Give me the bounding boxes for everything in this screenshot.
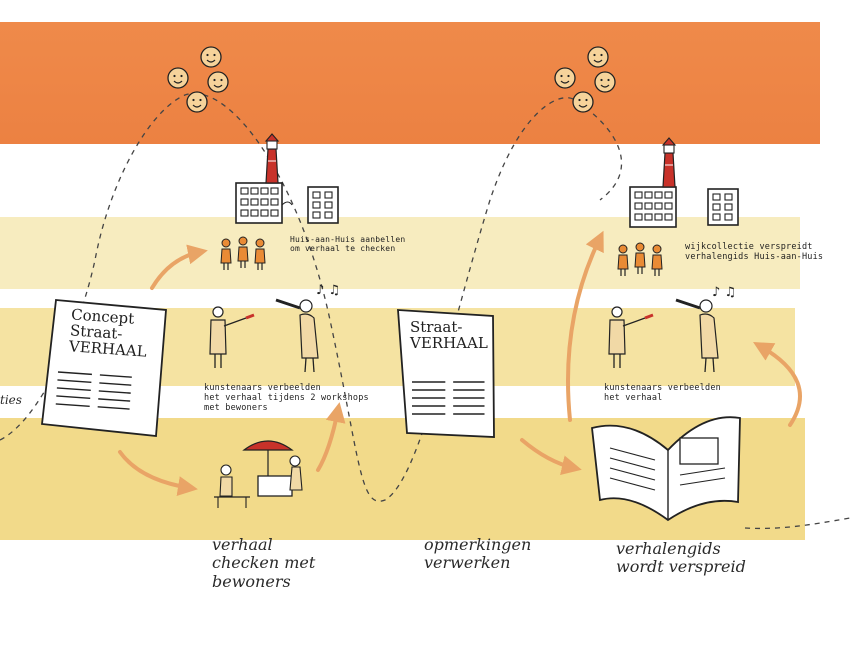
arrow-book-to-distribution xyxy=(566,230,604,422)
caption-process-remarks: opmerkingen verwerken xyxy=(424,535,532,573)
street-story-document xyxy=(397,309,495,438)
arrow-stand-to-artists xyxy=(316,402,346,472)
workshop-artists-note: kunstenaars verbeelden het verhaal tijde… xyxy=(204,383,369,413)
svg-text:♪ ♫: ♪ ♫ xyxy=(316,283,340,298)
resident-faces-group-2 xyxy=(554,46,616,113)
caption-guide-distributed: verhalengids wordt verspreid xyxy=(616,539,746,577)
street-document-title: Straat- VERHAAL xyxy=(410,318,488,352)
arrow-to-stand xyxy=(118,450,198,496)
resident-faces-group-1 xyxy=(167,46,229,113)
concept-document-title: Concept Straat- VERHAAL xyxy=(68,305,148,361)
partial-left-label: ties xyxy=(0,393,22,407)
artists-group-2: ♪ ♫ xyxy=(607,285,736,374)
door-to-door-people-2 xyxy=(617,242,663,277)
distribution-note: wijkcollectie verspreidt verhalengids Hu… xyxy=(685,242,824,262)
door-to-door-people-1 xyxy=(220,236,266,271)
svg-text:♪ ♫: ♪ ♫ xyxy=(712,285,736,300)
arrow-to-artists-2 xyxy=(753,342,802,427)
orange-band xyxy=(0,22,820,144)
artists-visualise-note: kunstenaars verbeelden het verhaal xyxy=(604,383,721,403)
dashed-flow-tail xyxy=(744,517,851,530)
arrow-to-book xyxy=(520,438,582,476)
artists-group-1: ♪ ♫ xyxy=(208,283,340,374)
neighbourhood-group-2 xyxy=(629,137,739,228)
arrow-to-door-to-door xyxy=(150,244,208,290)
door-to-door-note: Huis-aan-Huis aanbellen om verhaal te ch… xyxy=(290,235,406,254)
yellow-band-1 xyxy=(0,217,800,289)
concept-story-document xyxy=(41,299,167,437)
dashed-flow-path xyxy=(0,92,623,502)
neighbourhood-group-1 xyxy=(235,133,339,224)
story-guide-book-illustration xyxy=(591,416,741,522)
street-stand-illustration xyxy=(214,440,303,508)
caption-check-story: verhaal checken met bewoners xyxy=(212,535,316,591)
